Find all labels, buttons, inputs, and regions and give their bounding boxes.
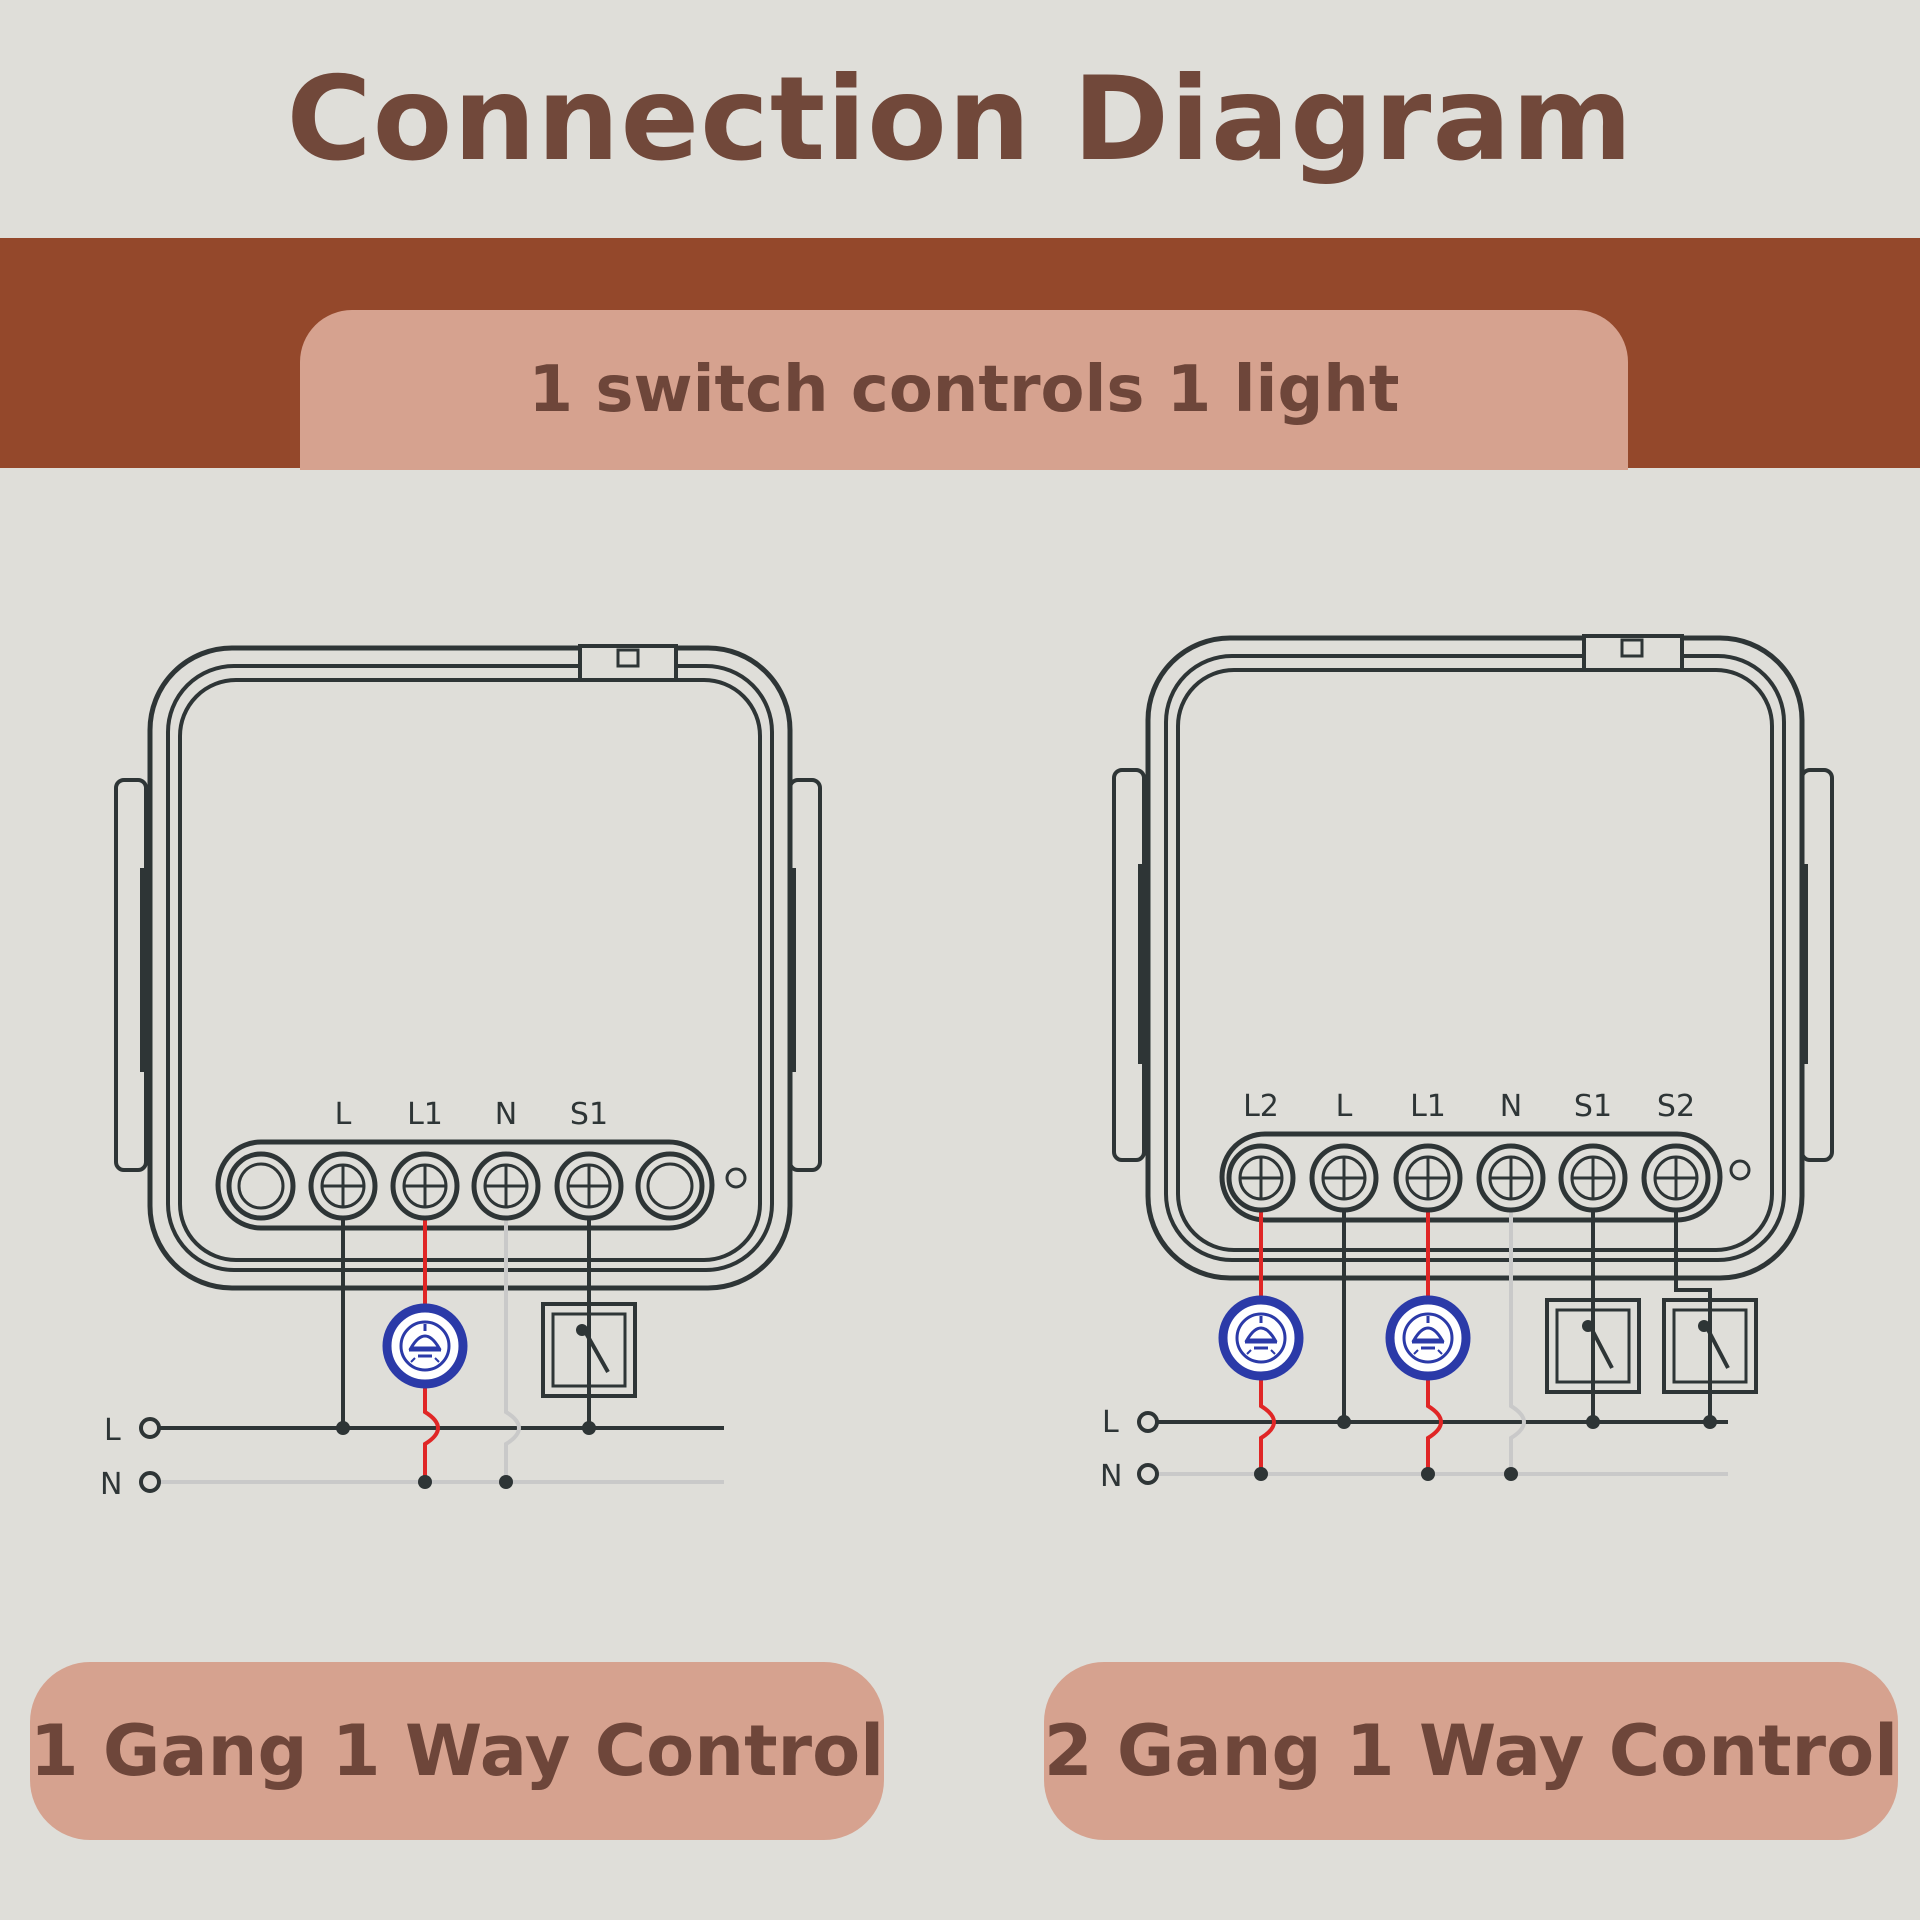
terminal-label: S1 [1574,1089,1612,1124]
screw-terminal-icon [474,1154,538,1218]
subtitle-banner: 1 switch controls 1 light [300,310,1628,470]
terminal-label: N [495,1097,517,1132]
screw-terminal-icon [557,1154,621,1218]
screw-terminal-icon [229,1154,293,1218]
screw-terminal-icon [1229,1146,1293,1210]
terminal-label: L1 [407,1097,443,1132]
lamp-icon [387,1308,463,1384]
caption-right-text: 2 Gang 1 Way Control [1043,1710,1899,1792]
terminal-label: L1 [1410,1089,1446,1124]
screw-terminal-icon [1561,1146,1625,1210]
left-device [114,644,822,1291]
caption-left: 1 Gang 1 Way Control [30,1662,884,1840]
screw-terminal-icon [311,1154,375,1218]
line-label-l: L [104,1413,121,1448]
screw-terminal-icon [638,1154,702,1218]
screw-terminal-icon [1396,1146,1460,1210]
lamp-icon [1390,1300,1466,1376]
page-title: Connection Diagram [286,52,1634,187]
right-device [1112,634,1834,1281]
subtitle-text: 1 switch controls 1 light [528,353,1400,427]
terminal-label: S1 [570,1097,608,1132]
terminal-label: L [335,1097,352,1132]
terminal-label: S2 [1657,1089,1695,1124]
lamp-icon [1223,1300,1299,1376]
caption-right: 2 Gang 1 Way Control [1044,1662,1898,1840]
terminal-label: L [1336,1089,1353,1124]
screw-terminal-icon [1479,1146,1543,1210]
screw-terminal-icon [393,1154,457,1218]
screw-terminal-icon [1644,1146,1708,1210]
screw-terminal-icon [1312,1146,1376,1210]
terminal-label: L2 [1243,1089,1279,1124]
terminal-label: N [1500,1089,1522,1124]
line-label-n: N [100,1467,122,1502]
left-wiring [139,1186,724,1493]
switch-icon [541,1302,637,1398]
switch-icon [1662,1298,1758,1394]
line-label-l: L [1102,1405,1119,1440]
line-label-n: N [1100,1459,1122,1494]
switch-icon [1545,1298,1641,1394]
caption-left-text: 1 Gang 1 Way Control [29,1710,885,1792]
